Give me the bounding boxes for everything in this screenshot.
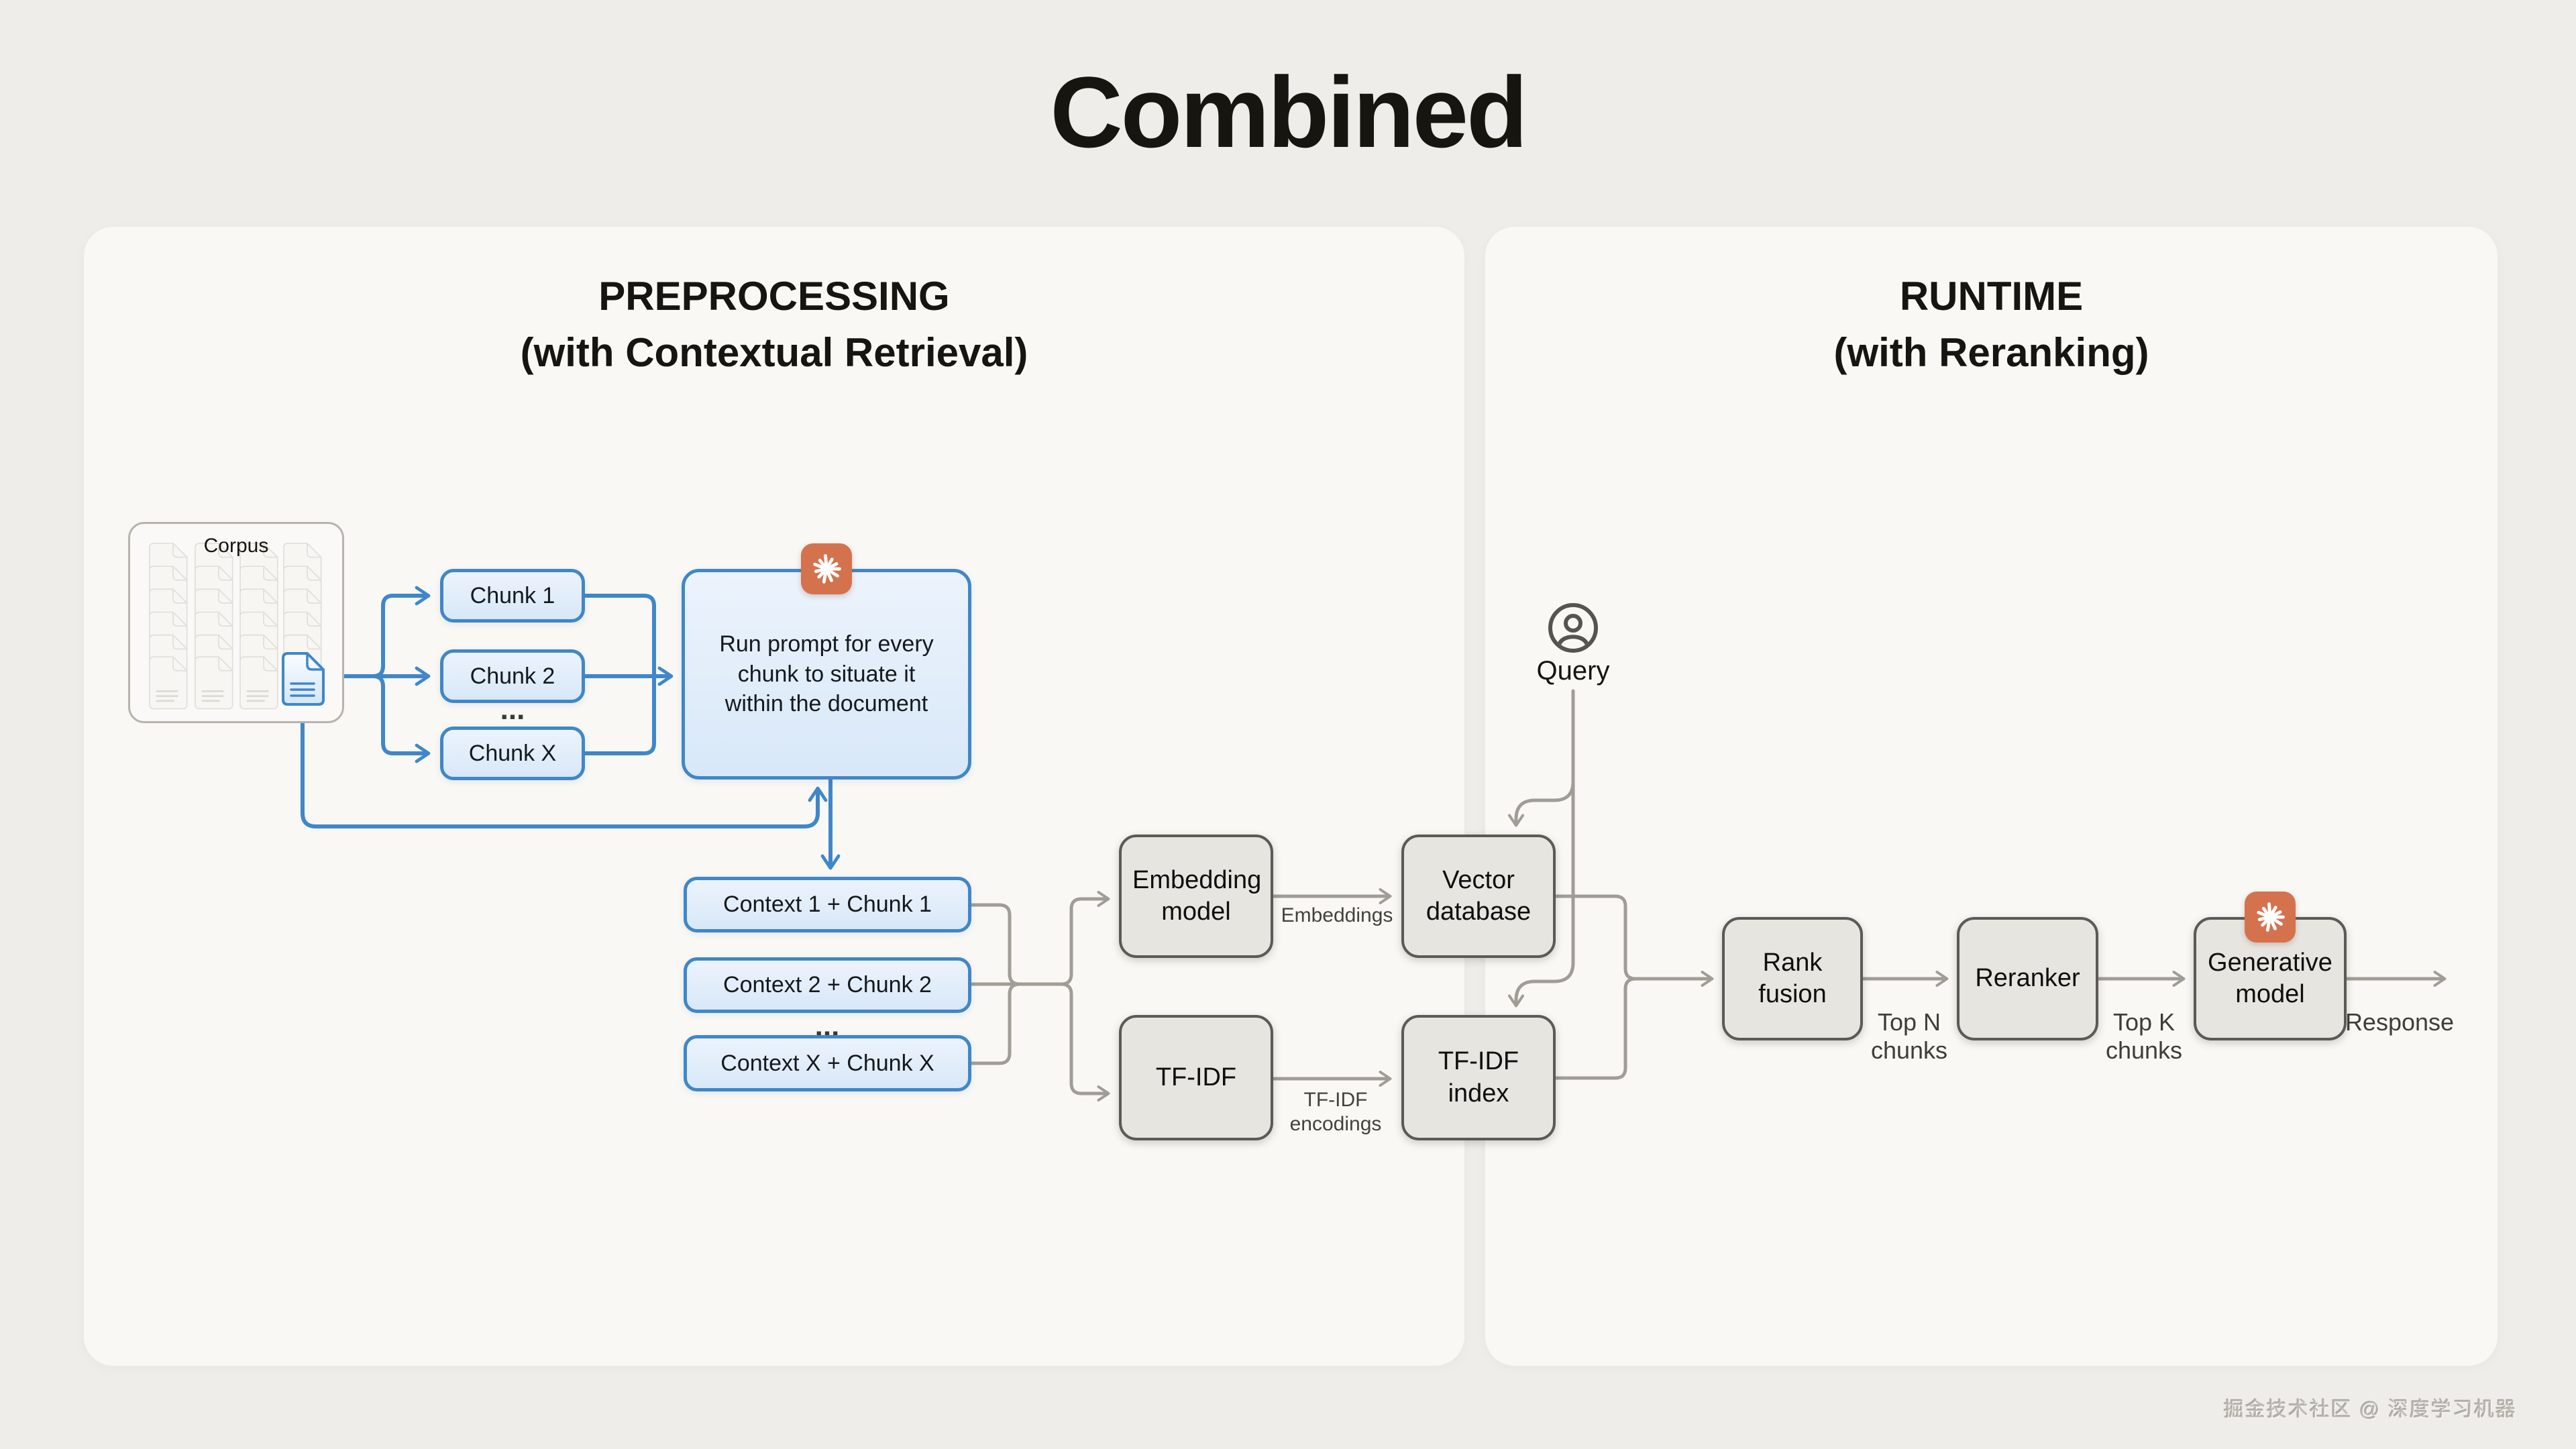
rank-fusion-label: Rank fusion [1758,948,1827,1009]
reranker-label: Reranker [1975,964,2080,993]
generative-model-label: Generative model [2208,948,2332,1009]
chunk-1-label: Chunk 1 [470,582,555,608]
node-chunk-x: Chunk X [440,727,585,780]
node-tf-idf-index: TF-IDF index [1401,1015,1556,1140]
edge-doc-around-to-prompt [301,704,828,828]
node-embedding-model: Embedding model [1119,835,1273,958]
edge-chunk1-merge [583,594,656,678]
tf-idf-label: TF-IDF [1155,1063,1237,1091]
edge-context1-merge [969,903,1022,986]
context-1-label: Context 1 + Chunk 1 [723,892,932,917]
edge-chunkx-merge [583,674,656,755]
node-vector-database: Vector database [1401,835,1556,958]
node-run-prompt: Run prompt for every chunk to situate it… [682,569,971,780]
node-reranker: Reranker [1957,917,2098,1040]
run-prompt-label: Run prompt for every chunk to situate it… [719,631,934,717]
edge-vectordb-out [1554,894,1638,981]
page-title: Combined [1050,56,1527,168]
runtime-heading: RUNTIME [1899,274,2084,319]
edge-index-out [1554,977,1638,1080]
edge-contextx-merge [969,982,1022,1065]
chunk-2-label: Chunk 2 [470,663,555,689]
context-2-label: Context 2 + Chunk 2 [723,972,932,998]
corpus-label: Corpus [203,535,269,557]
claude-icon [801,543,852,594]
preprocessing-header: PREPROCESSING (with Contextual Retrieval… [84,268,1464,381]
preprocessing-subheading: (with Contextual Retrieval) [520,330,1028,375]
runtime-panel [1485,227,2498,1366]
edge-label-top-n-chunks: Top N chunks [1870,1008,1948,1064]
chunk-x-label: Chunk X [468,740,557,766]
edge-split-to-embedding [1018,891,1110,986]
edge-label-tfidf-encodings: TF-IDF encodings [1289,1089,1382,1135]
node-context-x: Context X + Chunk X [684,1035,971,1091]
tf-idf-index-label: TF-IDF index [1438,1047,1519,1108]
edge-split-to-tfidf [1059,982,1110,1102]
edge-label-embeddings: Embeddings [1281,904,1393,926]
node-chunk-2: Chunk 2 [440,649,585,703]
query-person-icon [1548,603,1598,653]
runtime-subheading: (with Reranking) [1833,330,2149,375]
node-tf-idf: TF-IDF [1119,1015,1273,1140]
document-icon [282,652,325,706]
context-x-label: Context X + Chunk X [720,1050,934,1076]
edge-query-to-vectordb [1508,780,1575,827]
watermark: 掘金技术社区 @ 深度学习机器 [2223,1399,2517,1421]
edge-query-to-index [1508,961,1575,1008]
claude-icon-generative [2245,892,2296,943]
node-chunk-1: Chunk 1 [440,569,585,623]
edge-doc-to-chunkx [321,674,431,763]
node-context-1: Context 1 + Chunk 1 [684,877,971,932]
edge-label-top-k-chunks: Top K chunks [2105,1008,2183,1064]
embedding-model-label: Embedding model [1132,865,1262,926]
node-context-2: Context 2 + Chunk 2 [684,957,971,1013]
runtime-header: RUNTIME (with Reranking) [1485,268,2498,381]
preprocessing-panel [84,227,1464,1366]
vector-database-label: Vector database [1426,865,1532,926]
node-rank-fusion: Rank fusion [1722,917,1863,1040]
preprocessing-heading: PREPROCESSING [598,274,950,319]
query-label: Query [1536,656,1610,686]
chunk-ellipsis: ... [500,693,525,726]
edge-label-response: Response [2345,1008,2455,1036]
